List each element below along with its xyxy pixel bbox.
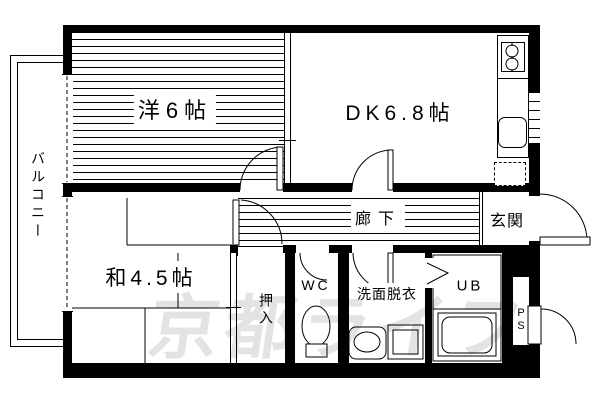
kitchen-sink — [498, 117, 527, 148]
wall-hall-west-post — [230, 245, 238, 256]
wall-ub-ps — [502, 253, 513, 363]
opening-wc-door — [296, 245, 329, 253]
room-label-washroom: 洗面脱衣 — [353, 283, 421, 305]
hall-entrance-step-a — [479, 192, 480, 245]
room-label-ps: PS — [515, 307, 527, 333]
closet-top-line — [238, 246, 285, 247]
toilet-icon — [301, 305, 331, 358]
unit-bath-box — [432, 254, 502, 362]
balcony-outer — [10, 55, 64, 347]
western-room-door — [239, 146, 284, 191]
room-label-western: 洋6帖 — [133, 92, 217, 126]
room-label-ub: UB — [456, 277, 484, 295]
room-label-closet: 押入 — [258, 293, 274, 327]
wall-wc-washroom — [338, 253, 349, 363]
japanese-room-door — [232, 199, 283, 246]
wall-ps-bottom — [502, 345, 540, 378]
opening-western-door — [240, 183, 283, 192]
opening-washroom-door — [352, 245, 393, 253]
wall-top — [63, 25, 540, 33]
fusuma-tick — [226, 307, 241, 308]
fusuma-closet — [230, 253, 237, 363]
room-label-entrance: 玄関 — [489, 213, 525, 230]
partition-tick — [279, 140, 296, 141]
room-label-hallway: 廊下 — [350, 204, 406, 230]
ps-door — [527, 305, 577, 345]
balcony-inner — [17, 62, 64, 340]
entrance-door — [539, 193, 591, 246]
room-label-balcony: バルコニー — [30, 151, 46, 241]
hall-entrance-step-b — [482, 192, 483, 245]
opening-dk-door — [352, 183, 393, 192]
window-kitchen — [529, 92, 540, 144]
refrigerator-space — [494, 162, 526, 186]
opening-entrance-door — [529, 196, 540, 241]
wall-closet-wc — [285, 245, 295, 363]
kitchen-counter-divider — [497, 78, 529, 79]
dk-door — [351, 149, 394, 191]
wall-mid — [63, 183, 540, 192]
wall-bottom — [63, 363, 540, 378]
wc-door — [299, 252, 328, 281]
stove-burners — [505, 43, 519, 72]
wall-washroom-ub — [425, 253, 432, 363]
washing-machine-icon — [387, 324, 424, 360]
room-label-japanese: 和4.5帖 — [101, 261, 201, 293]
wall-hall-bottom — [283, 245, 540, 253]
room-label-wc: WC — [301, 277, 331, 293]
partition-western-dk — [284, 33, 291, 183]
washbasin-icon — [348, 326, 387, 360]
wall-ps-top — [513, 253, 540, 277]
folding-door-ub — [424, 258, 450, 288]
room-label-dk: DK6.8帖 — [345, 102, 455, 125]
